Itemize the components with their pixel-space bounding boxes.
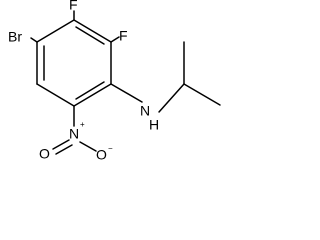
- bond-nitro-n-o-left-a: [52, 139, 70, 150]
- amine-nitrogen-label: N: [140, 103, 150, 119]
- ring-double-bond-c3-c4: [75, 81, 105, 100]
- ring-bond-c3-c4: [73, 83, 112, 107]
- bond-nitro-n-o-right: [79, 141, 97, 152]
- nitro-oxygen-left-label: O: [39, 146, 50, 162]
- bond-n-ch: [158, 83, 185, 113]
- bond-c3-n: [110, 83, 143, 103]
- amine-hydrogen-label: H: [149, 117, 159, 133]
- nitro-oxygen-right-label: O: [96, 147, 107, 163]
- bond-c2-f: [110, 36, 120, 43]
- structure-canvas: Br F F N H N + O O −: [8, 0, 221, 163]
- fluorine-label-right: F: [119, 28, 128, 44]
- fluorine-label-top: F: [69, 0, 78, 13]
- nitro-nitrogen-label: N: [69, 126, 79, 142]
- bond-ch-ch3-right: [183, 83, 221, 106]
- nitro-plus-charge: +: [80, 120, 85, 129]
- molecule-structure: Br F F N H N + O O −: [8, 0, 221, 163]
- ring-double-bond-c1-c2: [75, 26, 105, 45]
- bond-nitro-n-o-left-b: [55, 144, 73, 155]
- ring-bond-c1-c2: [73, 19, 112, 43]
- ring-bond-c4-c5: [36, 83, 75, 107]
- oxygen-minus-charge: −: [108, 144, 113, 153]
- ring-bond-c6-c1: [36, 19, 75, 43]
- benzene-ring: [36, 19, 112, 107]
- bond-c6-br: [30, 37, 38, 43]
- bromine-label: Br: [8, 29, 22, 45]
